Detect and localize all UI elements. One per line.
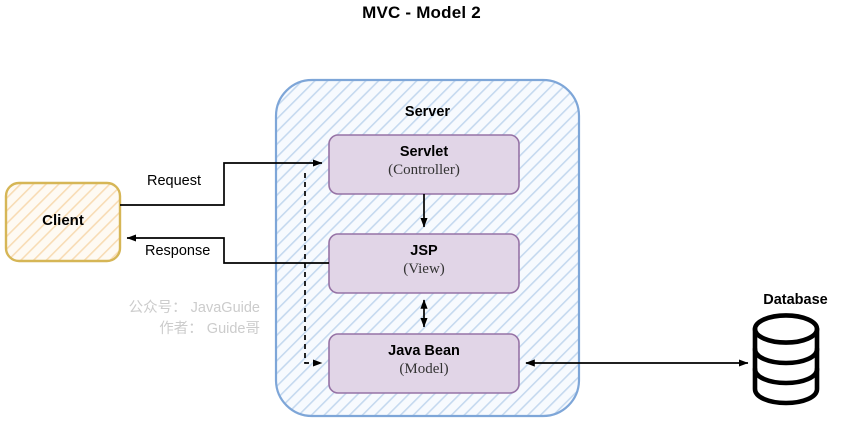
javabean-title: Java Bean xyxy=(388,343,460,359)
edge-label-response: Response xyxy=(142,243,214,259)
jsp-node-text: JSP (View) xyxy=(329,242,519,279)
javabean-subtitle: (Model) xyxy=(399,361,449,378)
javabean-node-text: Java Bean (Model) xyxy=(329,342,519,379)
database-icon xyxy=(752,313,820,406)
page-title: MVC - Model 2 xyxy=(362,3,481,22)
edge-label-request: Request xyxy=(144,173,205,189)
database-label: Database xyxy=(763,292,828,308)
jsp-title: JSP xyxy=(410,243,438,259)
watermark: 公众号： JavaGuide 作者： Guide哥 xyxy=(80,298,260,340)
servlet-title: Servlet xyxy=(399,144,449,160)
servlet-node-text: Servlet (Controller) xyxy=(329,143,519,180)
edge-forward-dashed xyxy=(304,173,323,367)
watermark-line-2: 作者： Guide哥 xyxy=(159,321,260,338)
jsp-subtitle: (View) xyxy=(403,261,445,278)
servlet-subtitle: (Controller) xyxy=(388,162,460,179)
client-label: Client xyxy=(42,212,84,229)
server-label: Server xyxy=(404,104,451,120)
watermark-line-1: 公众号： JavaGuide xyxy=(128,300,260,316)
